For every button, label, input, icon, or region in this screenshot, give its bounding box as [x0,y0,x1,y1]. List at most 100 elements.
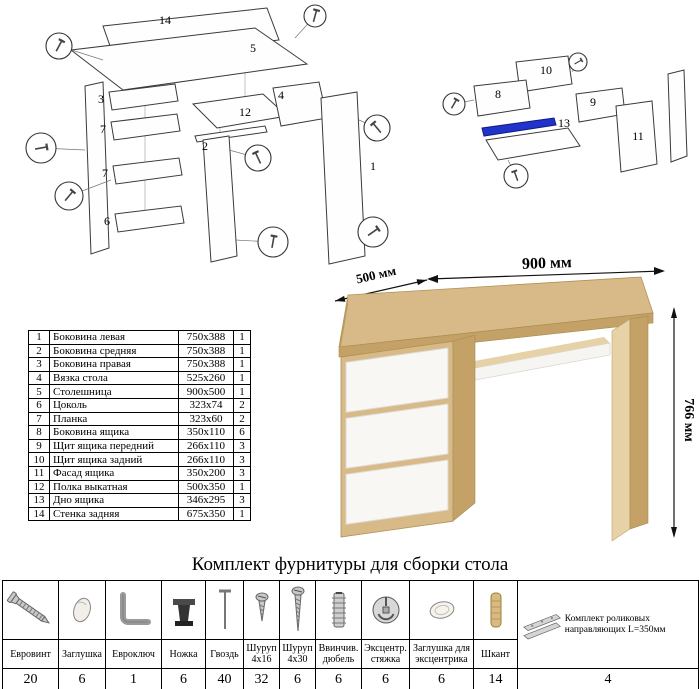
hardware-qty: 14 [473,668,518,689]
part-name: Столешница [49,384,179,399]
screw-small-icon [255,592,268,622]
part-qty: 1 [233,343,251,359]
part-number: 13 [28,493,50,508]
part-size: 750x388 [178,330,234,345]
part-size: 675x350 [178,506,234,522]
panel-side-middle: 2 [202,135,238,263]
panel-desktop: 5 [69,27,309,91]
part-number: 8 [28,425,50,440]
part-qty: 3 [233,465,251,481]
hardware-qty: 6 [58,668,106,689]
panel-drawer-bottom: 13 [481,116,581,161]
panel-side-right: 3 [98,83,179,111]
panel-drawer-facade-2 [667,69,688,163]
hardware-title: Комплект фурнитуры для сборки стола [191,554,509,575]
hardware-name: Евровинт [2,639,59,669]
part-qty: 1 [233,370,251,386]
hex-key-icon [119,592,151,625]
desk-render: 900 мм 500 мм 766 мм [334,255,695,542]
nail-icon [218,589,231,629]
hardware-name: Шуруп 4x30 [279,639,316,669]
hardware-qty: 6 [279,668,316,689]
hardware-qty: 20 [2,668,59,689]
exploded-diagram-drawer: 10 8 9 13 11 [442,52,688,189]
part-number: 12 [28,479,50,495]
part-label: 7 [100,122,106,136]
panel-plank-1: 7 [100,113,181,141]
dim-width-label: 900 мм [522,255,572,273]
panel-side-left: 1 [320,91,376,265]
part-name: Планка [49,411,179,427]
part-size: 500x350 [178,479,234,495]
part-number: 3 [28,357,50,372]
shkant-icon [490,592,501,628]
part-name: Фасад ящика [49,465,179,481]
callout-detail [568,52,588,73]
drawer-front-2 [345,403,449,469]
callout-detail [357,216,389,248]
exploded-diagram-main: 1 4 5 3 7 7 6 12 [25,4,391,265]
hardware-qty-row: 20 6 1 6 40 32 6 6 6 6 14 4 [2,668,699,689]
hardware-qty: 32 [243,668,280,689]
screw-large-icon [291,586,304,632]
callout-detail [358,114,391,142]
hardware-icon-cell [205,580,244,640]
part-size: 266x110 [178,438,234,454]
callout-detail [54,179,112,211]
roller-guide-highlight [481,117,557,137]
part-label: 4 [278,88,284,102]
part-label: 13 [558,116,570,130]
callout-detail [45,32,104,61]
hardware-roller-guides-cell: Комплект роликовых направляющих L=350мм [517,580,699,669]
panel-drawer-facade: 11 [615,100,658,173]
hardware-name: Шуруп 4x16 [243,639,280,669]
callout-detail [294,4,327,39]
hardware-icon-cell [161,580,206,640]
plug-icon [73,597,91,623]
dim-depth-label: 500 мм [355,263,398,287]
panel-plank-2: 7 [102,157,183,185]
part-label: 10 [540,63,552,77]
right-side-panel [611,315,649,542]
hardware-qty: 40 [205,668,244,689]
euro-screw-icon [6,591,50,624]
hardware-icon-cell [105,580,162,640]
panel-pullout-shelf: 12 [191,93,289,143]
hardware-name: Ввинчив. дюбель [315,639,362,669]
part-name: Стенка задняя [49,506,179,522]
part-number: 1 [28,330,50,345]
hardware-icon-cell [409,580,474,640]
hardware-names-row: Евровинт Заглушка Евроключ Ножка Гвоздь … [2,639,699,669]
panel-drawer-side-left: 8 [473,79,531,117]
dimension-width: 900 мм [427,255,665,283]
hardware-qty: 6 [409,668,474,689]
hardware-qty: 6 [361,668,410,689]
drawer-unit [340,334,476,538]
part-name: Дно ящика [49,493,179,508]
part-label: 11 [632,129,644,143]
part-size: 346x295 [178,493,234,508]
part-label: 6 [104,214,110,228]
drawer-front-1 [345,347,449,413]
part-qty: 3 [233,438,251,454]
callout-detail [442,92,475,116]
cam-cap-icon [429,601,454,619]
part-number: 2 [28,343,50,359]
hardware-icon-cell [473,580,518,640]
leg-icon [172,599,195,626]
part-number: 4 [28,370,50,386]
part-number: 5 [28,384,50,399]
hardware-name: Евроключ [105,639,162,669]
panel-plinth: 6 [104,205,185,233]
part-number: 10 [28,452,50,467]
part-name: Вязка стола [49,370,179,386]
